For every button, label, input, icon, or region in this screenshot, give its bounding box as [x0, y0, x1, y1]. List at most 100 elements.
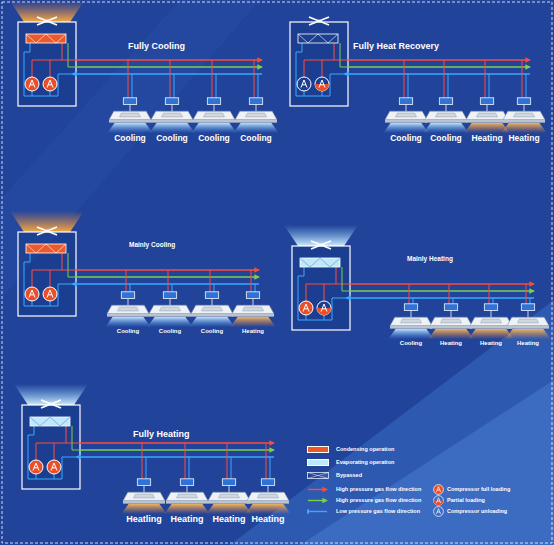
legend-sample — [433, 484, 444, 495]
compressor-symbol — [299, 301, 313, 315]
cassette-unit — [466, 96, 508, 134]
unit-pipe — [528, 311, 529, 318]
unit-pipe — [491, 311, 492, 318]
control-box — [137, 479, 150, 486]
branch-pipe — [146, 457, 270, 479]
mode-label: Cooling — [400, 340, 422, 347]
heat-exchanger — [300, 258, 340, 267]
legend-text: Compressor full loading — [447, 486, 510, 492]
cassette-unit — [109, 96, 151, 134]
control-box — [205, 292, 218, 299]
indoor-unit: Cooling — [385, 96, 427, 143]
cassette-grille — [177, 494, 198, 498]
cassette-edge — [235, 120, 277, 123]
legend-entry: Condensing operation — [307, 446, 394, 453]
outdoor-unit — [10, 211, 84, 316]
cassette-edge — [193, 120, 235, 123]
branch-pipe — [130, 284, 255, 292]
cassette-grille — [162, 113, 183, 117]
airflow-glow — [423, 123, 469, 134]
control-box — [163, 292, 176, 299]
legend-text: Bypassed — [336, 472, 362, 478]
control-box — [207, 98, 220, 105]
cassette-unit — [430, 302, 472, 340]
compressor-symbol — [434, 507, 444, 517]
indoor-unit: Heating — [208, 477, 250, 525]
cassette-edge — [470, 326, 512, 329]
indoor-unit: Heating — [166, 477, 208, 525]
airflow-glow — [107, 123, 153, 134]
cassette-edge — [149, 314, 191, 317]
legend-entry: High pressure gas flow direction — [307, 486, 421, 493]
cassette-grille — [243, 307, 264, 311]
cassette-panel — [107, 305, 149, 314]
flow-line-sample — [308, 511, 327, 512]
unit-pipe — [524, 105, 525, 112]
indoor-unit: Cooling — [109, 96, 151, 143]
cassette-edge — [507, 326, 549, 329]
compressor-symbol — [315, 77, 329, 91]
cassette-edge — [390, 326, 432, 329]
cassette-unit — [149, 290, 191, 328]
high-pressure-line — [80, 449, 274, 450]
indoor-unit: Cooling — [193, 96, 235, 143]
legend-text: Condensing operation — [336, 446, 394, 452]
cassette-unit — [107, 290, 149, 328]
compressor-symbol — [434, 496, 444, 506]
cassette-grille — [518, 319, 539, 323]
indoor-unit: Cooling — [107, 290, 149, 335]
airflow-glow — [233, 123, 279, 134]
cassette-edge — [166, 501, 208, 504]
cassette-edge — [208, 501, 250, 504]
compressor-symbol — [297, 77, 311, 91]
branch-pipe — [413, 298, 530, 304]
low-pressure-line — [350, 297, 534, 298]
cassette-panel — [193, 111, 235, 120]
unit-pipe — [214, 105, 215, 112]
cassette-panel — [503, 111, 545, 120]
airflow-glow — [501, 123, 547, 134]
cassette-grille — [514, 113, 535, 117]
control-box — [399, 98, 412, 105]
light-band — [300, 380, 554, 545]
control-box — [517, 98, 530, 105]
compressor-symbol — [43, 77, 57, 91]
legend-sample — [433, 506, 444, 517]
compressor-symbol — [47, 460, 61, 474]
high-pressure-line — [76, 59, 262, 60]
high-pressure-line — [348, 59, 530, 60]
airflow-glow — [147, 317, 193, 328]
cassette-panel — [385, 111, 427, 120]
unit-pipe — [128, 299, 129, 306]
legend-sample — [307, 508, 329, 515]
high-pressure-line — [350, 290, 534, 291]
mode-label: Heating — [251, 515, 284, 525]
unit-pipe — [212, 299, 213, 306]
airflow-glow — [245, 504, 291, 515]
indoor-unit: Cooling — [390, 302, 432, 347]
cassette-edge — [107, 314, 149, 317]
airflow-glow — [189, 317, 235, 328]
outdoor-unit — [284, 225, 358, 330]
airflow-glow — [206, 504, 252, 515]
refrigerant-piping — [348, 60, 530, 98]
compressor-symbol — [317, 301, 331, 315]
mode-label: Cooling — [198, 134, 230, 143]
control-box — [123, 98, 136, 105]
cassette-grille — [219, 494, 240, 498]
indoor-unit: Heatling — [123, 477, 165, 525]
control-box — [484, 304, 497, 311]
cassette-panel — [109, 111, 151, 120]
mode-label: Heating — [212, 515, 245, 525]
high-pressure-line — [80, 442, 274, 443]
cassette-unit — [385, 96, 427, 134]
fan-glow — [14, 384, 88, 405]
cassette-grille — [396, 113, 417, 117]
cassette-edge — [503, 120, 545, 123]
compressor-symbol — [29, 460, 43, 474]
cassette-edge — [151, 120, 193, 123]
legend-entry: Low pressure gas flow direction — [307, 508, 420, 515]
high-pressure-line — [76, 66, 262, 67]
branch-pipe — [409, 284, 526, 304]
legend-text: High pressure gas flow direction — [336, 486, 421, 492]
